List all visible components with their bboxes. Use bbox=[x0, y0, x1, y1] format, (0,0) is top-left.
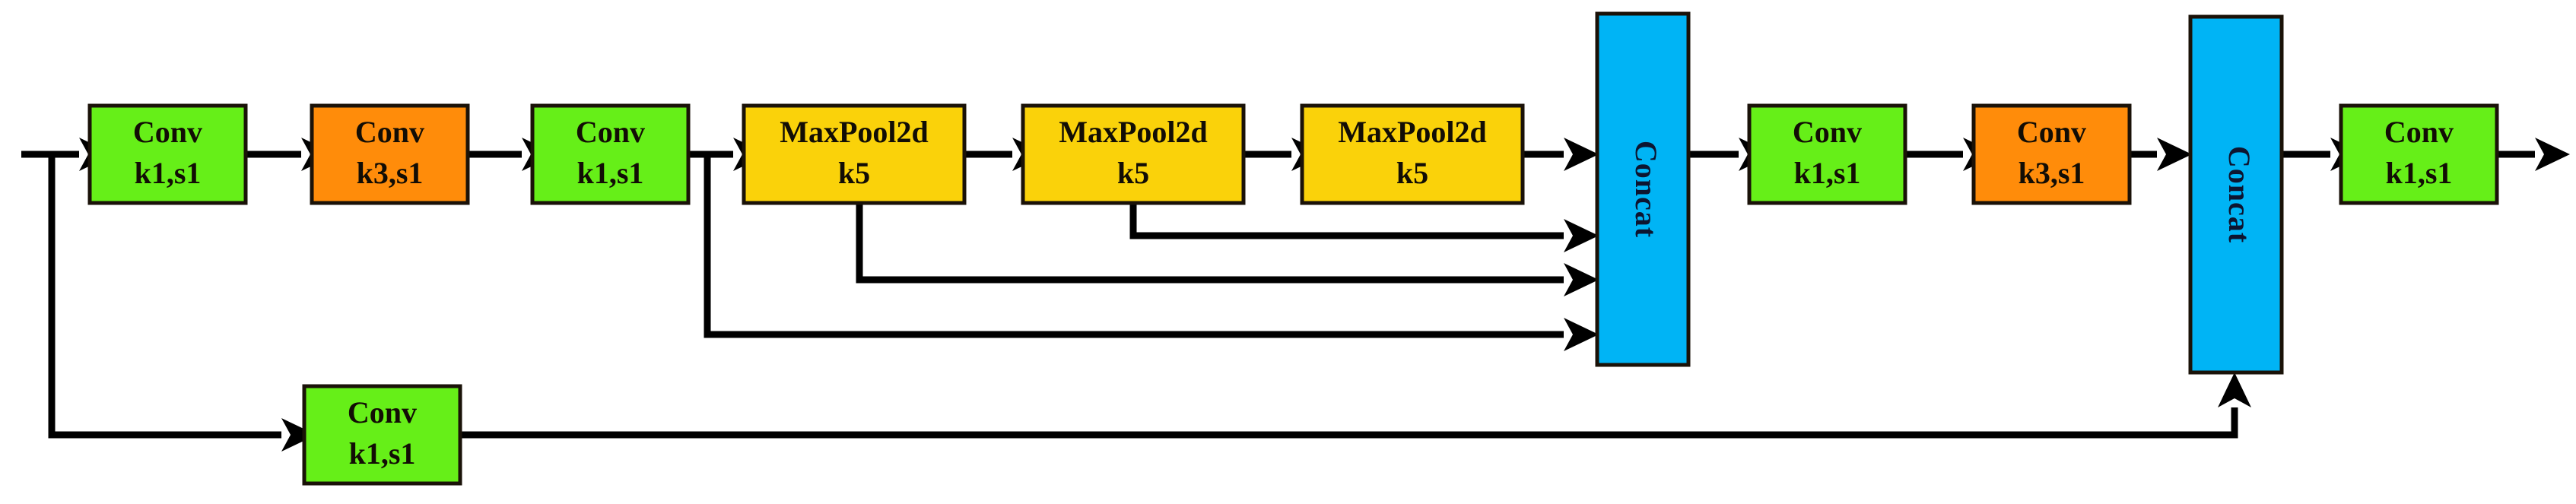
node-conv6-box[interactable] bbox=[2339, 103, 2499, 205]
node-conv4-box[interactable] bbox=[1747, 103, 1907, 205]
node-conv3-label-line1: Conv bbox=[576, 115, 645, 149]
node-conv1-box[interactable] bbox=[87, 103, 248, 205]
arrowhead-icon bbox=[1564, 263, 1599, 296]
node-concat2-label: Concat bbox=[2222, 146, 2257, 243]
node-maxpool3[interactable]: MaxPool2d k5 bbox=[1300, 103, 1525, 205]
node-conv-skip-label-line1: Conv bbox=[348, 395, 417, 430]
node-maxpool1-box[interactable] bbox=[742, 103, 967, 205]
node-maxpool2-label-line1: MaxPool2d bbox=[1059, 115, 1208, 149]
edge-convskip-to-concat2 bbox=[460, 372, 2251, 439]
node-conv-skip[interactable]: Conv k1,s1 bbox=[302, 384, 462, 486]
node-conv6[interactable]: Conv k1,s1 bbox=[2339, 103, 2499, 205]
node-conv3-label-line2: k1,s1 bbox=[577, 156, 644, 190]
node-concat2[interactable]: Concat bbox=[2188, 14, 2284, 375]
arrowhead-icon bbox=[1564, 138, 1599, 171]
edge-maxpool2-skip-to-concat1 bbox=[1129, 203, 1599, 252]
node-conv2-label-line1: Conv bbox=[355, 115, 424, 149]
node-maxpool1[interactable]: MaxPool2d k5 bbox=[742, 103, 967, 205]
node-conv4-label-line2: k1,s1 bbox=[1794, 156, 1861, 190]
edge-conv3-skip-to-concat1 bbox=[704, 151, 1599, 351]
arrowhead-icon bbox=[281, 418, 316, 452]
node-maxpool2-box[interactable] bbox=[1021, 103, 1246, 205]
node-conv2-label-line2: k3,s1 bbox=[357, 156, 424, 190]
node-conv2-box[interactable] bbox=[310, 103, 470, 205]
node-maxpool1-label-line2: k5 bbox=[838, 156, 870, 190]
arrowhead-icon bbox=[2218, 372, 2251, 407]
node-conv1-label-line2: k1,s1 bbox=[135, 156, 202, 190]
edge-maxpool3-to-concat1 bbox=[1523, 138, 1599, 171]
node-conv2[interactable]: Conv k3,s1 bbox=[310, 103, 470, 205]
node-conv6-label-line2: k1,s1 bbox=[2386, 156, 2453, 190]
node-conv5-box[interactable] bbox=[1971, 103, 2132, 205]
node-conv3-box[interactable] bbox=[530, 103, 691, 205]
node-conv5-label-line1: Conv bbox=[2017, 115, 2086, 149]
node-concat1[interactable]: Concat bbox=[1595, 11, 1691, 367]
edge-conv6-to-output bbox=[2497, 138, 2570, 171]
node-conv4-label-line1: Conv bbox=[1793, 115, 1862, 149]
node-conv-skip-box[interactable] bbox=[302, 384, 462, 486]
edge-maxpool1-skip-to-concat1 bbox=[856, 203, 1599, 296]
node-conv3[interactable]: Conv k1,s1 bbox=[530, 103, 691, 205]
node-concat2-box[interactable] bbox=[2188, 14, 2284, 375]
node-conv5-label-line2: k3,s1 bbox=[2019, 156, 2085, 190]
arrowhead-icon bbox=[1564, 318, 1599, 351]
node-concat1-label: Concat bbox=[1629, 141, 1663, 238]
node-layer: Conv k1,s1 Conv k3,s1 Conv k1,s1 MaxPool… bbox=[87, 11, 2499, 486]
node-maxpool3-label-line1: MaxPool2d bbox=[1338, 115, 1487, 149]
arrowhead-icon bbox=[2157, 138, 2192, 171]
node-maxpool1-label-line1: MaxPool2d bbox=[780, 115, 929, 149]
node-conv4[interactable]: Conv k1,s1 bbox=[1747, 103, 1907, 205]
node-maxpool3-label-line2: k5 bbox=[1396, 156, 1428, 190]
edge-input-branch-down bbox=[48, 151, 316, 452]
node-maxpool2[interactable]: MaxPool2d k5 bbox=[1021, 103, 1246, 205]
node-maxpool2-label-line2: k5 bbox=[1117, 156, 1149, 190]
edge-conv5-to-concat2 bbox=[2130, 138, 2192, 171]
arrowhead-icon bbox=[2535, 138, 2570, 171]
node-conv-skip-label-line2: k1,s1 bbox=[349, 436, 416, 471]
arrowhead-icon bbox=[1564, 219, 1599, 252]
node-concat1-box[interactable] bbox=[1595, 11, 1691, 367]
node-conv5[interactable]: Conv k3,s1 bbox=[1971, 103, 2132, 205]
node-conv1-label-line1: Conv bbox=[133, 115, 202, 149]
node-maxpool3-box[interactable] bbox=[1300, 103, 1525, 205]
node-conv6-label-line1: Conv bbox=[2384, 115, 2454, 149]
node-conv1[interactable]: Conv k1,s1 bbox=[87, 103, 248, 205]
